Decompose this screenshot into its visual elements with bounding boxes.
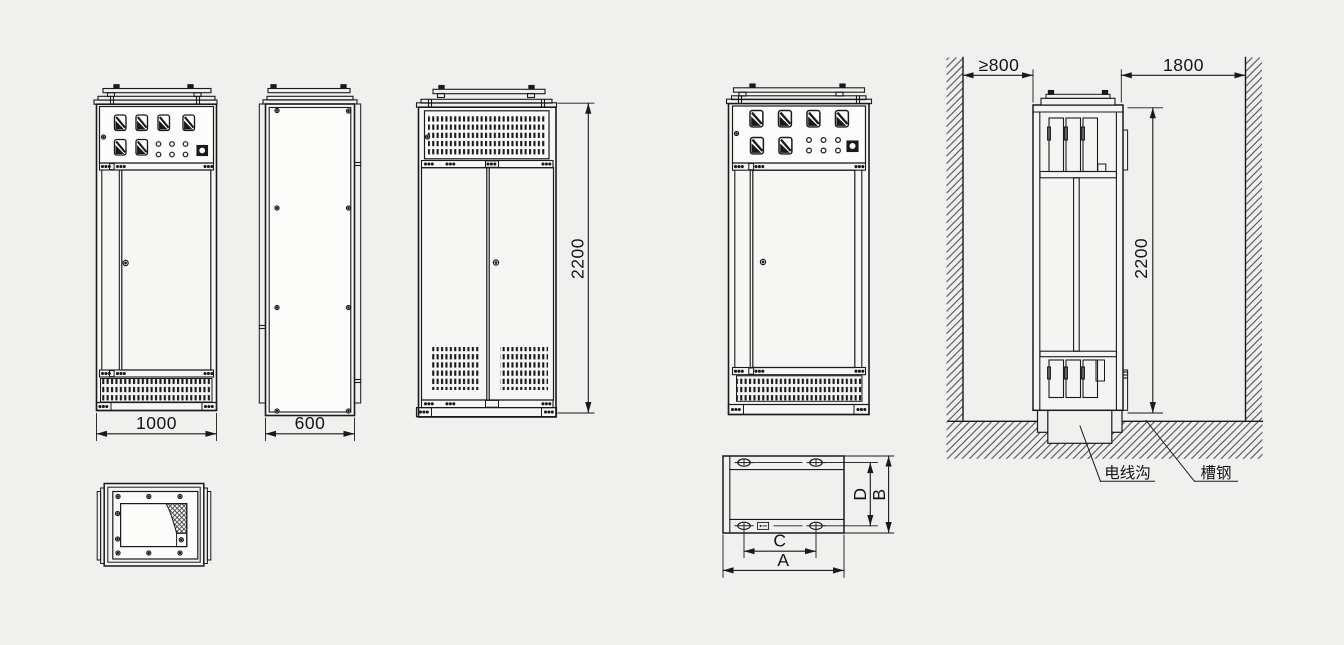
lifting-bar	[432, 84, 546, 99]
dim-base-width-lines	[722, 529, 845, 578]
side-view-cabinet	[258, 84, 362, 441]
bottom-vent-grille	[100, 378, 213, 403]
door-lock-icon	[122, 259, 129, 267]
cabinet-section	[1032, 89, 1129, 412]
control-switch-icon	[196, 144, 209, 157]
screw-icon	[100, 134, 107, 140]
dim-side-depth	[264, 417, 356, 441]
top-vent-panel	[423, 110, 550, 160]
leader-channel-steel	[1145, 419, 1238, 483]
label-channel-steel: 槽钢	[1200, 464, 1231, 482]
dim-text-side-depth: 600	[295, 413, 326, 433]
lifting-bar	[267, 84, 351, 94]
channel-steel-right	[1110, 409, 1123, 433]
dim-text-base-slot-depth: D	[850, 487, 870, 500]
dim-text-base-depth: B	[869, 488, 889, 500]
front-view-cabinet-2	[725, 83, 873, 416]
dim-text-rear-height: 2200	[568, 238, 588, 279]
front-view-cabinet	[93, 84, 218, 441]
door-vent-grille-left	[431, 347, 479, 390]
dim-text-front-width: 1000	[136, 413, 177, 433]
lifting-bar	[102, 84, 212, 98]
right-wall-hatch	[1245, 57, 1262, 422]
indicator-lamp-icons	[805, 137, 841, 154]
dim-right-clearance	[1120, 69, 1247, 103]
leader-wire-trench	[1079, 425, 1155, 482]
door-lock-icon	[759, 258, 767, 266]
internal-components-bottom	[1047, 359, 1105, 399]
dim-install-height	[1127, 107, 1163, 414]
dim-text-base-slot-width: C	[773, 531, 786, 551]
bottom-vent-grille	[736, 375, 863, 402]
dim-rear-height	[557, 102, 595, 414]
side-panel	[268, 106, 352, 413]
dim-text-right-clearance: 1800	[1163, 55, 1204, 75]
dim-front-width	[95, 413, 218, 441]
base-plan-view	[722, 455, 895, 578]
instrument-panel	[731, 105, 867, 164]
dim-base-depth-lines	[823, 455, 895, 534]
dim-text-install-height: 2200	[1131, 238, 1151, 279]
left-wall-hatch	[946, 57, 963, 422]
label-wire-trench: 电线沟	[1104, 464, 1151, 482]
door-vent-grille-right	[500, 347, 548, 390]
control-switch-icon	[846, 140, 859, 153]
screw-icon	[733, 130, 740, 137]
channel-steel-left	[1036, 409, 1050, 433]
instrument-panel	[98, 105, 215, 164]
door-lock-icon	[492, 259, 500, 266]
rear-view-cabinet	[415, 84, 595, 418]
internal-components-top	[1047, 117, 1107, 173]
installation-section-view	[946, 56, 1264, 483]
dim-text-base-width: A	[777, 550, 789, 570]
bottom-gland-view	[96, 482, 212, 567]
dim-left-clearance	[962, 69, 1034, 103]
indicator-lamp-icons	[155, 141, 189, 158]
dim-text-left-clearance: ≥800	[979, 55, 1020, 75]
